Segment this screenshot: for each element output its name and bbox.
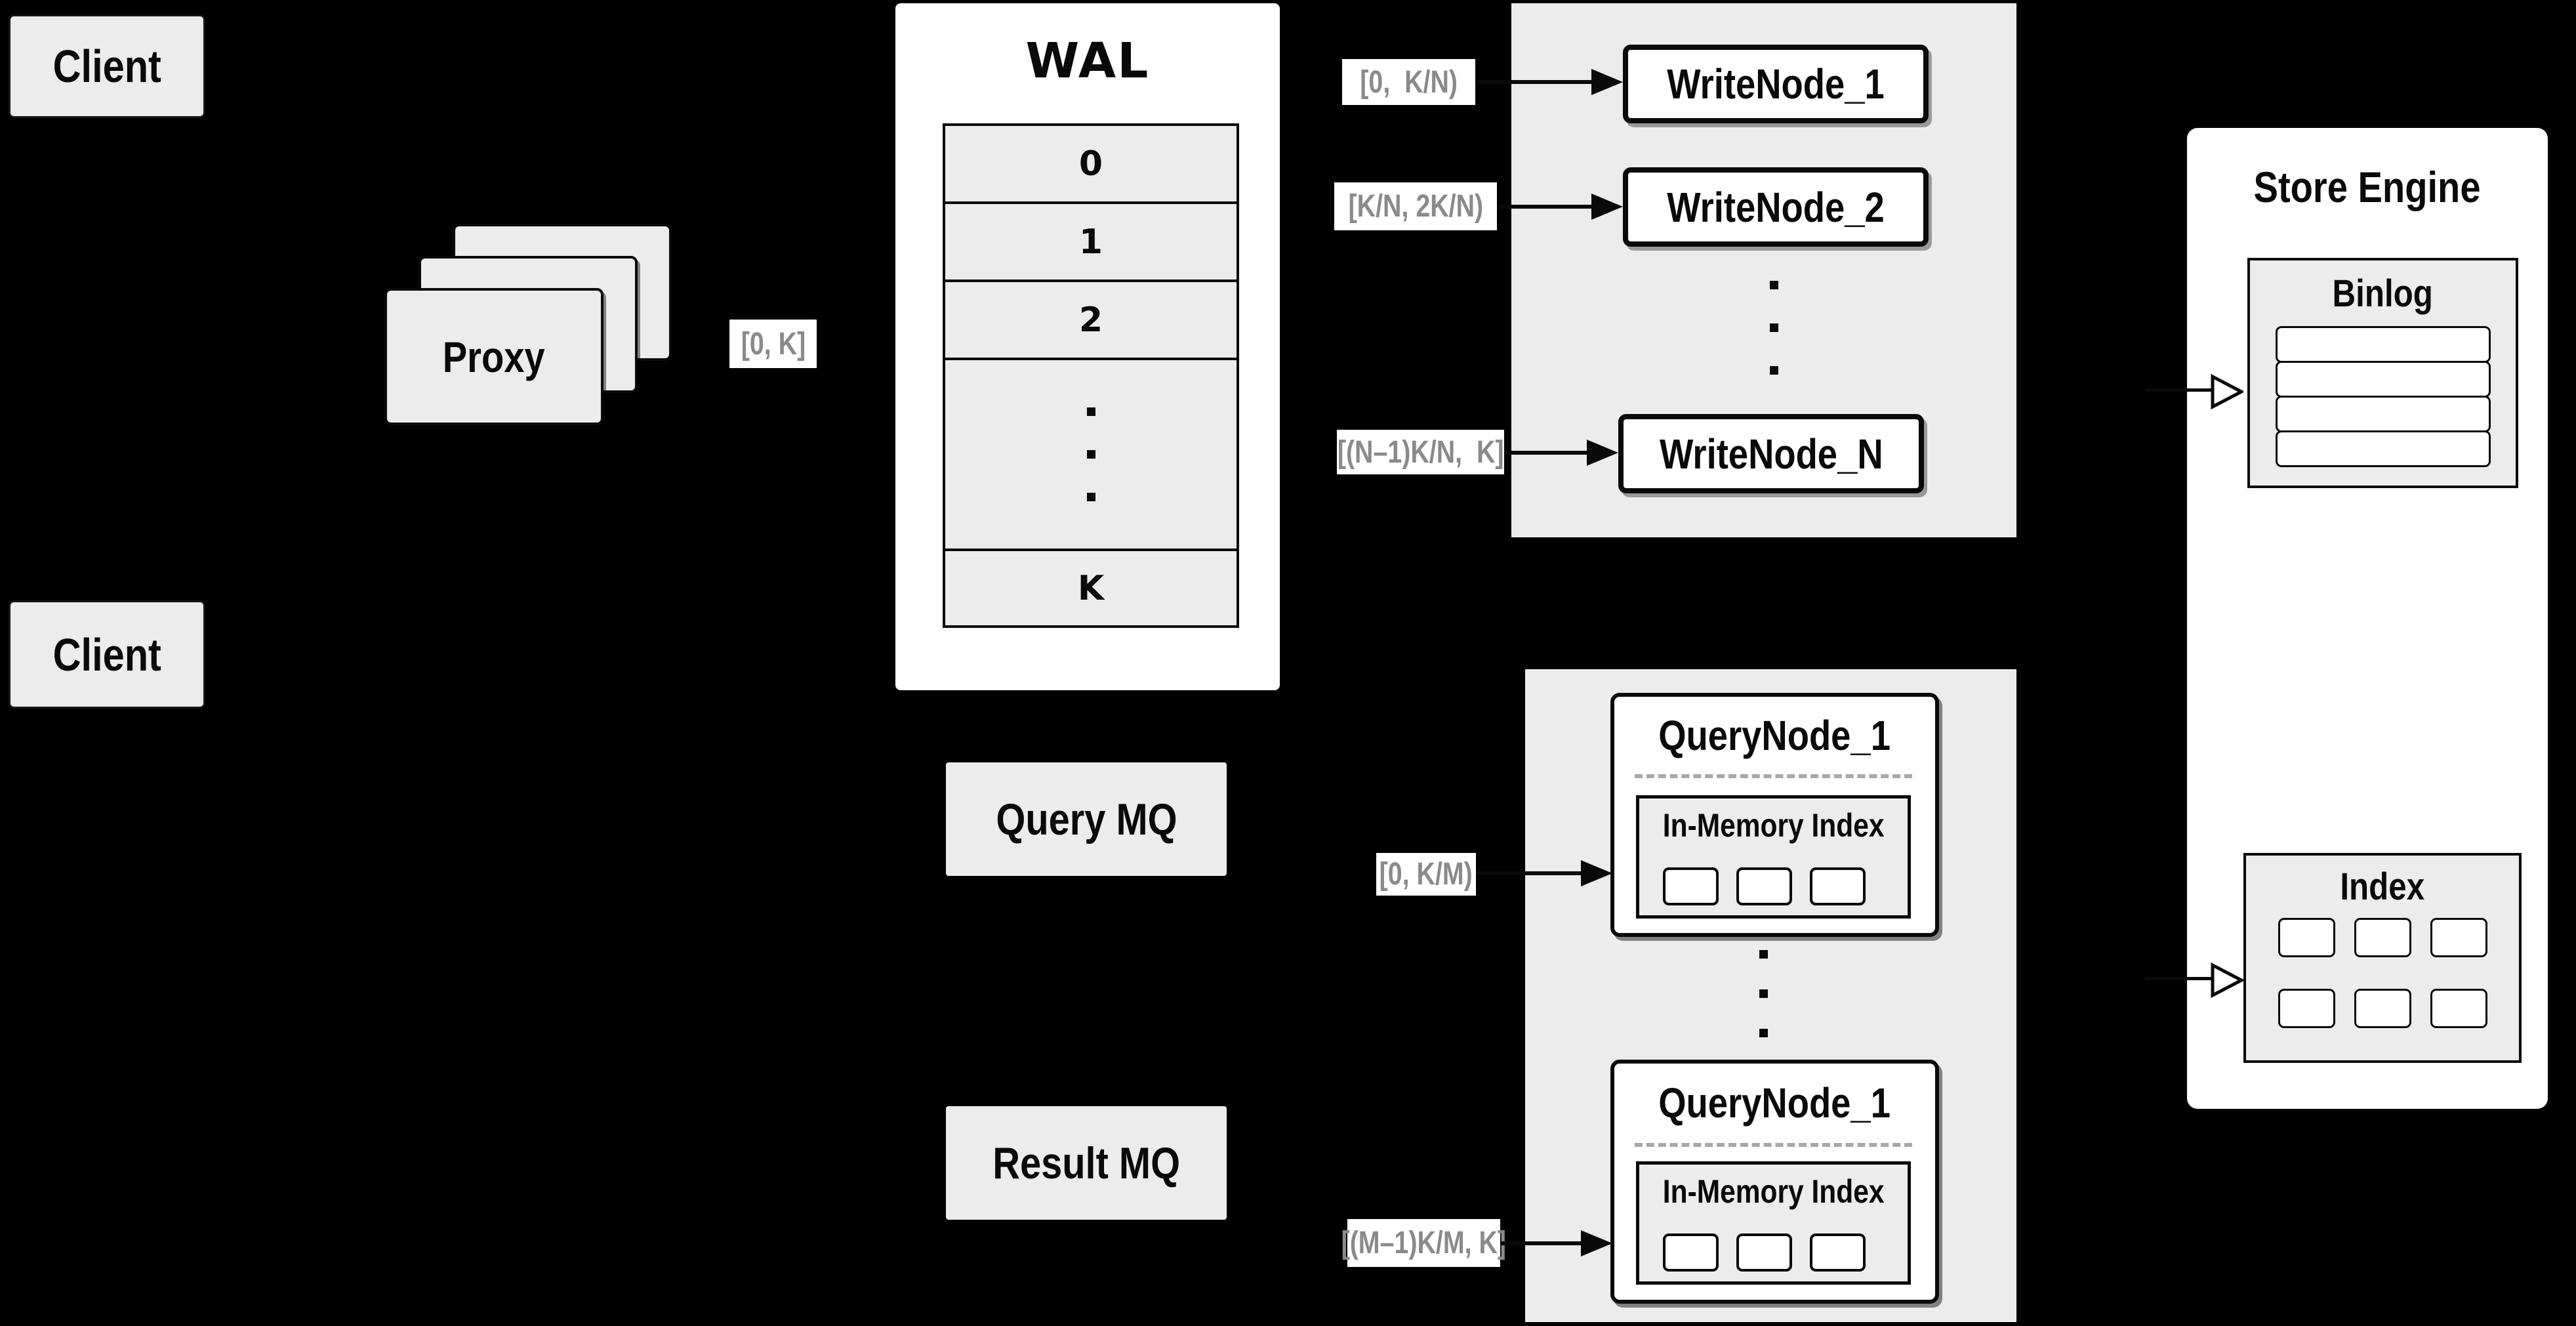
arrow-right-icon (1581, 860, 1612, 886)
index-box: Index (2243, 853, 2522, 1063)
open-arrow-right-icon (2211, 374, 2243, 409)
index-cell (1663, 1233, 1719, 1272)
write-range-label-3: [(N–1)K/N, K] (1337, 430, 1504, 474)
binlog-title: Binlog (2332, 272, 2434, 315)
index-cell (1810, 1233, 1866, 1272)
binlog-row (2275, 396, 2491, 432)
index-cell (1736, 867, 1792, 905)
arrow-shaft (1476, 871, 1582, 875)
store-engine-title: Store Engine (2253, 163, 2482, 211)
index-cell (2278, 918, 2335, 957)
write-range-label-2: [K/N, 2K/N) (1334, 182, 1497, 230)
vertical-dots-icon (1086, 407, 1095, 501)
write-node-n-box: WriteNode_N (1618, 414, 1924, 493)
index-cell (1810, 867, 1866, 905)
index-cell (1663, 867, 1719, 905)
query-node-2-title: QueryNode_1 (1658, 1079, 1891, 1127)
in-memory-index-cells-2 (1663, 1233, 1866, 1272)
client-top-box: Client (9, 14, 205, 118)
arrow-shaft (1476, 80, 1594, 84)
query-mq-box: Query MQ (946, 762, 1227, 876)
write-nodes-ellipsis-icon (1770, 281, 1778, 375)
index-cell (2278, 989, 2335, 1028)
arrow-shaft (2145, 977, 2213, 980)
open-arrow-right-icon (2211, 963, 2243, 998)
in-memory-index-title-1: In-Memory Index (1662, 807, 1885, 844)
in-memory-index-title-2: In-Memory Index (1662, 1173, 1885, 1210)
binlog-row (2275, 326, 2491, 363)
client-bottom-box: Client (9, 600, 205, 709)
arrow-shaft (1498, 205, 1594, 209)
dashed-divider (1635, 1143, 1912, 1147)
arrow-shaft (1500, 1241, 1582, 1245)
index-cell (2354, 989, 2411, 1028)
wal-row-k: K (1077, 568, 1105, 608)
proxy-box: Proxy (384, 288, 603, 425)
wal-segment-table: 0 1 2 K (943, 123, 1239, 628)
wal-row-1: 1 (945, 204, 1237, 282)
binlog-row (2275, 430, 2491, 467)
write-node-2-box: WriteNode_2 (1623, 167, 1929, 247)
arrow-shaft (1505, 451, 1587, 455)
write-node-1-box: WriteNode_1 (1623, 45, 1929, 123)
arrow-shaft (2145, 388, 2213, 392)
index-cell (1736, 1233, 1792, 1272)
write-range-label-1: [0, K/N) (1342, 59, 1475, 105)
wal-row-2: 2 (945, 282, 1237, 360)
arrow-right-icon (1587, 440, 1618, 466)
wal-row-0: 0 (945, 126, 1237, 204)
result-mq-box: Result MQ (946, 1106, 1227, 1220)
proxy-range-label: [0, K] (729, 320, 817, 368)
query-range-label-2: [(M–1)K/M, K] (1341, 1219, 1506, 1267)
binlog-rows (2250, 326, 2516, 467)
binlog-box: Binlog (2247, 258, 2518, 488)
client-bottom-label: Client (52, 629, 161, 680)
wal-title: WAL (1025, 33, 1150, 89)
index-cell (2354, 918, 2411, 957)
arrow-right-icon (1591, 194, 1623, 220)
binlog-row (2275, 361, 2491, 398)
wal-row-ellipsis (945, 360, 1237, 551)
index-title: Index (2340, 865, 2425, 908)
proxy-label: Proxy (443, 332, 545, 381)
arrow-right-icon (1581, 1230, 1612, 1256)
arrow-right-icon (1591, 69, 1623, 95)
dashed-divider (1635, 774, 1912, 778)
index-cell (2430, 918, 2487, 957)
query-range-label-1: [0, K/M) (1376, 853, 1476, 896)
index-cells (2246, 918, 2519, 1028)
in-memory-index-cells-1 (1663, 867, 1866, 905)
query-node-1-title: QueryNode_1 (1658, 711, 1891, 759)
query-nodes-ellipsis-icon (1759, 950, 1768, 1037)
index-cell (2430, 989, 2487, 1028)
client-top-label: Client (52, 41, 161, 92)
